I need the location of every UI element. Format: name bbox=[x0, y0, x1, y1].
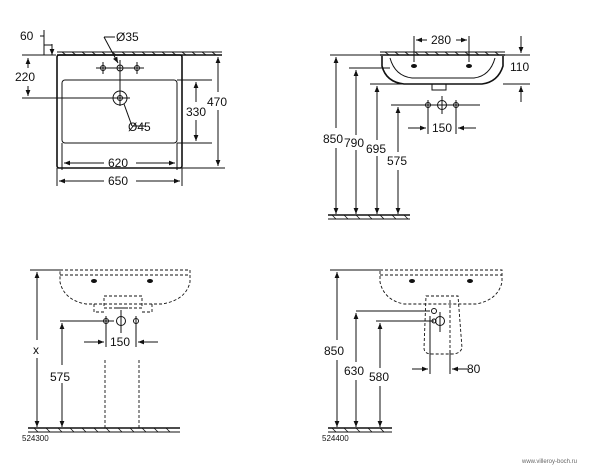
model-524300: 524300 bbox=[22, 434, 49, 443]
dim-diameter-35: Ø35 bbox=[116, 30, 139, 44]
dim-semi-850: 850 bbox=[324, 344, 344, 358]
top-basin-outline bbox=[56, 54, 183, 169]
dim-470: 470 bbox=[207, 95, 227, 109]
dim-280: 280 bbox=[431, 33, 451, 47]
dim-diameter-45: Ø45 bbox=[128, 120, 151, 134]
dim-semi-630: 630 bbox=[344, 364, 364, 378]
dim-side-150: 150 bbox=[432, 121, 452, 135]
dim-x: x bbox=[33, 343, 39, 357]
semi-pedestal-body bbox=[423, 295, 463, 355]
dim-side-575: 575 bbox=[387, 154, 407, 168]
dim-side-850: 850 bbox=[323, 132, 343, 146]
side-basin-profile bbox=[381, 56, 504, 85]
side-tap-hole-left bbox=[411, 64, 417, 68]
pedestal-view: 150 x 575 524300 bbox=[22, 269, 191, 443]
dim-620: 620 bbox=[108, 156, 128, 170]
dim-330: 330 bbox=[186, 105, 206, 119]
dim-semi-80: 80 bbox=[467, 362, 481, 376]
watermark: www.villeroy-boch.ru bbox=[521, 459, 577, 465]
pedestal-basin-profile bbox=[59, 269, 191, 305]
semi-pedestal-basin-profile bbox=[379, 269, 503, 305]
dim-side-790: 790 bbox=[344, 136, 364, 150]
top-view: 60 220 Ø35 Ø45 330 470 620 bbox=[15, 29, 227, 188]
dim-semi-580: 580 bbox=[369, 370, 389, 384]
dim-110: 110 bbox=[510, 60, 529, 74]
semi-pedestal-view: 80 850 630 580 524400 bbox=[322, 269, 503, 443]
pedestal-column bbox=[104, 360, 140, 428]
side-drain-stub bbox=[431, 83, 447, 91]
dim-220: 220 bbox=[15, 70, 35, 84]
dim-60: 60 bbox=[20, 29, 34, 43]
side-view: 280 110 850 790 695 575 bbox=[323, 33, 530, 220]
side-tap-hole-right bbox=[466, 64, 472, 68]
dim-650: 650 bbox=[108, 174, 128, 188]
dim-pedestal-575: 575 bbox=[50, 370, 70, 384]
model-524400: 524400 bbox=[322, 434, 349, 443]
dim-pedestal-150: 150 bbox=[110, 335, 130, 349]
dim-side-695: 695 bbox=[366, 142, 386, 156]
